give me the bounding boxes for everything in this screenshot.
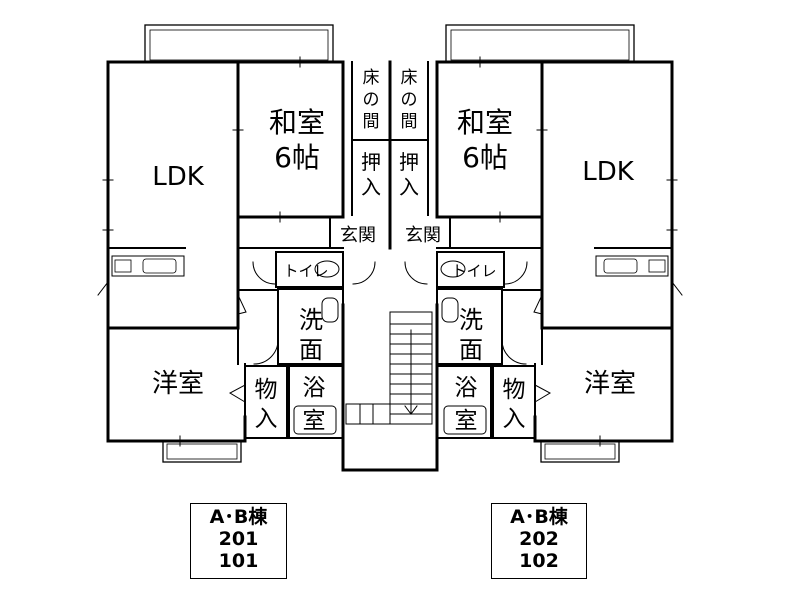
room-label-monoire-right-2: 入 <box>503 406 526 432</box>
room-label-ldk-left: LDK <box>152 162 205 192</box>
room-label-tokonoma-right-3: 間 <box>401 112 418 132</box>
unit-number-upper-right: 202 <box>519 528 559 550</box>
unit-number-upper-left: 201 <box>218 528 259 550</box>
unit-label-right: A･B棟 202 102 <box>491 503 587 579</box>
room-label-yokushitsu-left-1: 浴 <box>303 375 326 401</box>
room-label-senmen-left-2: 面 <box>299 336 323 364</box>
room-label-oshiire-right-1: 押 <box>399 150 419 174</box>
room-label-monoire-right-1: 物 <box>503 377 526 403</box>
kitchen-counter-right <box>595 255 669 277</box>
room-label-oshiire-left-1: 押 <box>361 150 381 174</box>
room-label-tokonoma-right-2: の <box>401 90 418 110</box>
kitchen-counter-left <box>111 255 185 277</box>
unit-number-lower-right: 102 <box>519 550 559 572</box>
unit-building-right: A･B棟 <box>510 506 568 528</box>
balcony-top-right <box>445 24 635 63</box>
room-label-washitsu-right: 和室 <box>457 106 513 139</box>
balcony-top-left <box>144 24 334 63</box>
room-label-monoire-left-2: 入 <box>255 406 278 432</box>
staircase <box>345 311 433 425</box>
room-label-genkan-left: 玄関 <box>340 225 376 246</box>
room-label-yokushitsu-right-1: 浴 <box>455 375 478 401</box>
room-label-senmen-left-1: 洗 <box>299 306 323 334</box>
room-label-tokonoma-left-3: 間 <box>363 112 380 132</box>
unit-number-lower-left: 101 <box>218 550 259 572</box>
room-label-yokushitsu-right-2: 室 <box>455 408 478 434</box>
room-label-washitsu-size-right: 6帖 <box>462 141 508 174</box>
room-label-washitsu-left: 和室 <box>269 106 325 139</box>
room-label-genkan-right: 玄関 <box>405 225 441 246</box>
bathtub-left <box>293 405 337 435</box>
room-label-washitsu-size-left: 6帖 <box>274 141 320 174</box>
unit-label-left: A･B棟 201 101 <box>190 503 287 579</box>
room-label-toilet-right: トイレ <box>451 262 496 280</box>
room-label-senmen-right-1: 洗 <box>459 306 483 334</box>
room-label-ldk-right: LDK <box>582 157 635 187</box>
room-label-yoshitsu-right: 洋室 <box>584 369 636 399</box>
room-label-yokushitsu-left-2: 室 <box>303 408 326 434</box>
room-label-tokonoma-left-2: の <box>363 90 380 110</box>
room-label-monoire-left-1: 物 <box>255 377 278 403</box>
unit-building-left: A･B棟 <box>209 506 268 528</box>
room-label-senmen-right-2: 面 <box>459 336 483 364</box>
toilet-fixture-left <box>314 260 340 278</box>
bathtub-right <box>443 405 487 435</box>
toilet-fixture-right <box>440 260 466 278</box>
room-label-yoshitsu-left: 洋室 <box>152 369 204 399</box>
room-label-tokonoma-left-1: 床 <box>363 68 380 88</box>
room-label-tokonoma-right-1: 床 <box>401 68 418 88</box>
room-label-oshiire-right-2: 入 <box>399 175 419 199</box>
room-label-toilet-left: トイレ <box>283 262 328 280</box>
room-label-oshiire-left-2: 入 <box>361 175 381 199</box>
